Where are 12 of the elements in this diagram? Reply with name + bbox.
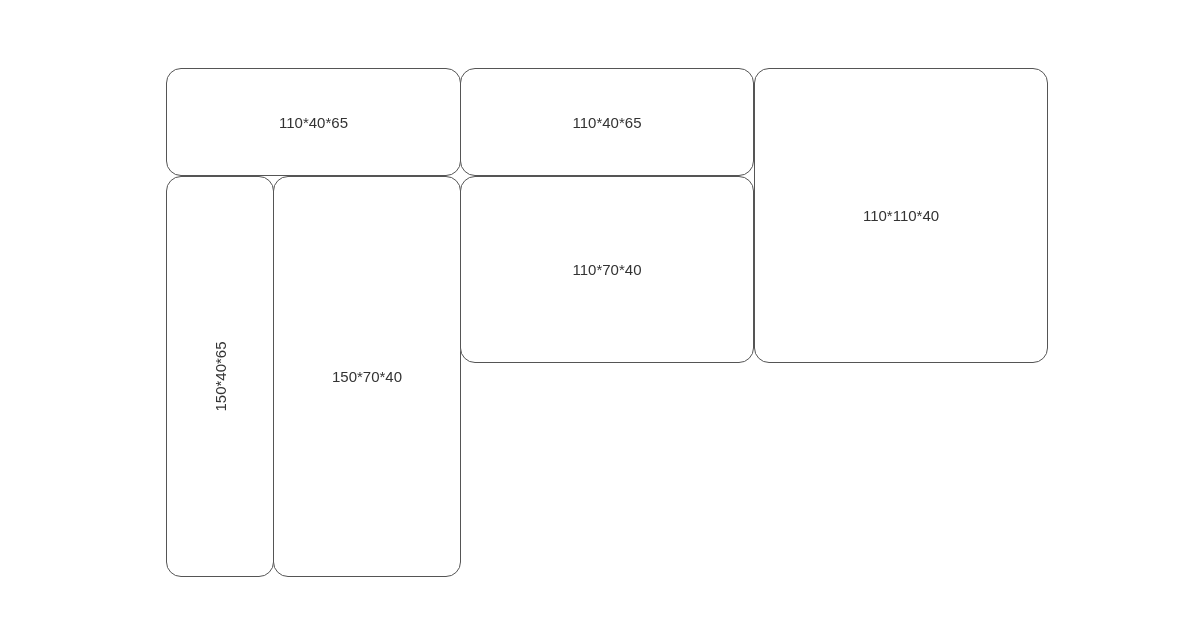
sofa-module [460,68,754,176]
dimension-label: 110*70*40 [572,261,642,278]
dimension-label: 150*70*40 [331,368,403,385]
sofa-module [460,176,754,363]
sofa-module [273,176,461,577]
sofa-module [754,68,1048,363]
dimension-label: 110*110*40 [862,207,940,224]
dimension-label: 110*40*65 [572,113,642,131]
sofa-module [166,68,461,176]
sofa-module [166,176,274,577]
dimension-label: 150*40*65 [211,341,229,412]
dimension-label: 110*40*65 [279,113,348,131]
